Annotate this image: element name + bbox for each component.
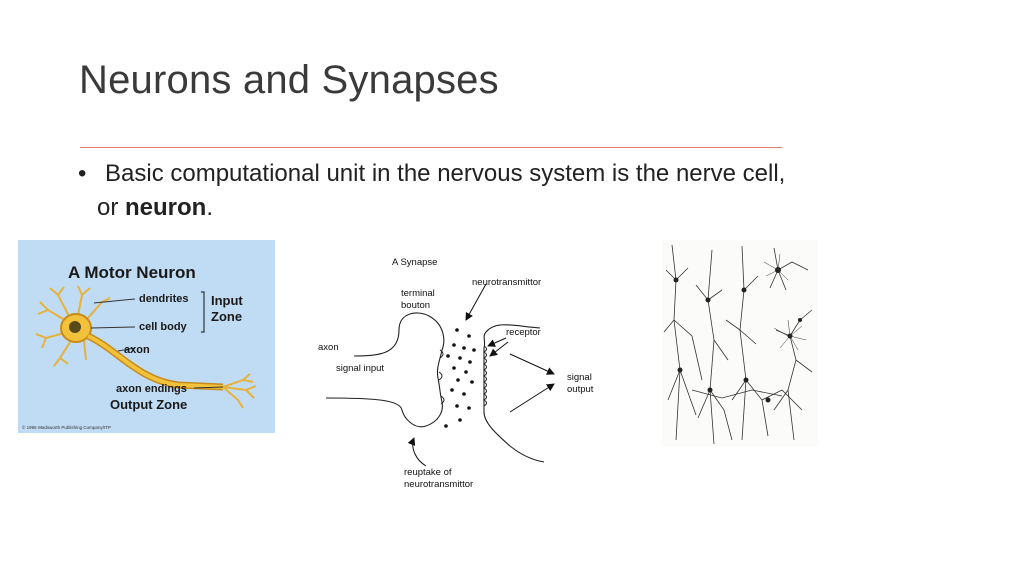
copyright-text: © 1995 Wadsworth Publishing Company/ITP (22, 424, 111, 430)
reuptake-label-1: reuptake of (404, 467, 452, 478)
reuptake-label-2: neurotransmittor (404, 479, 473, 490)
axon-endings-shape (222, 373, 257, 409)
postsynaptic-membrane-shape (483, 324, 545, 463)
terminal-label: terminal (401, 288, 435, 299)
synapse-title: A Synapse (392, 257, 437, 268)
synapse-drawing: A Synapse (318, 257, 594, 490)
motor-neuron-title: A Motor Neuron (68, 263, 196, 282)
bullet-line-2: or neuron. (97, 191, 938, 225)
axon-endings-label: axon endings (116, 383, 187, 395)
dendrites-label: dendrites (139, 293, 189, 305)
cell-body-label: cell body (139, 321, 188, 333)
synapse-diagram: A Synapse (314, 250, 614, 495)
signal-input-label: signal input (336, 363, 384, 374)
axon-label: axon (124, 344, 150, 356)
presynaptic-terminal-shape (325, 312, 445, 428)
nucleus-shape (69, 321, 81, 333)
bullet-keyword: neuron (125, 194, 207, 221)
slide-title: Neurons and Synapses (79, 58, 499, 102)
bullet-marker: • (78, 160, 87, 187)
receptor-label: receptor (506, 327, 541, 338)
neurotransmittor-label: neurotransmittor (472, 277, 541, 288)
motor-neuron-diagram: A Motor Neuron dendrite (18, 240, 275, 433)
input-zone-label-1: Input (211, 293, 243, 308)
bullet-point: • Basic computational unit in the nervou… (78, 157, 938, 225)
output-zone-label: Output Zone (110, 397, 187, 412)
bouton-label: bouton (401, 300, 430, 311)
synapse-arrows (407, 283, 555, 467)
neuron-cells-sketch (662, 240, 818, 446)
axon-label-synapse: axon (318, 342, 339, 353)
label-pointers (90, 298, 224, 389)
dendritic-star (763, 253, 807, 351)
bullet-line-1: Basic computational unit in the nervous … (105, 160, 786, 187)
dendrites-shape (35, 285, 111, 367)
signal-label: signal (567, 372, 592, 383)
neuron-sketch-drawing (663, 244, 813, 445)
bullet-line-2-suffix: . (206, 194, 214, 221)
receptor-shape (483, 345, 487, 407)
input-zone-bracket (201, 291, 205, 333)
bullet-line-2-prefix: or (97, 194, 126, 221)
neurotransmitter-dots (444, 328, 476, 428)
output-label: output (567, 384, 594, 395)
neuron-somata (673, 267, 802, 403)
title-divider (80, 147, 782, 148)
motor-neuron-drawing: A Motor Neuron dendrite (22, 263, 257, 430)
input-zone-label-2: Zone (211, 309, 242, 324)
